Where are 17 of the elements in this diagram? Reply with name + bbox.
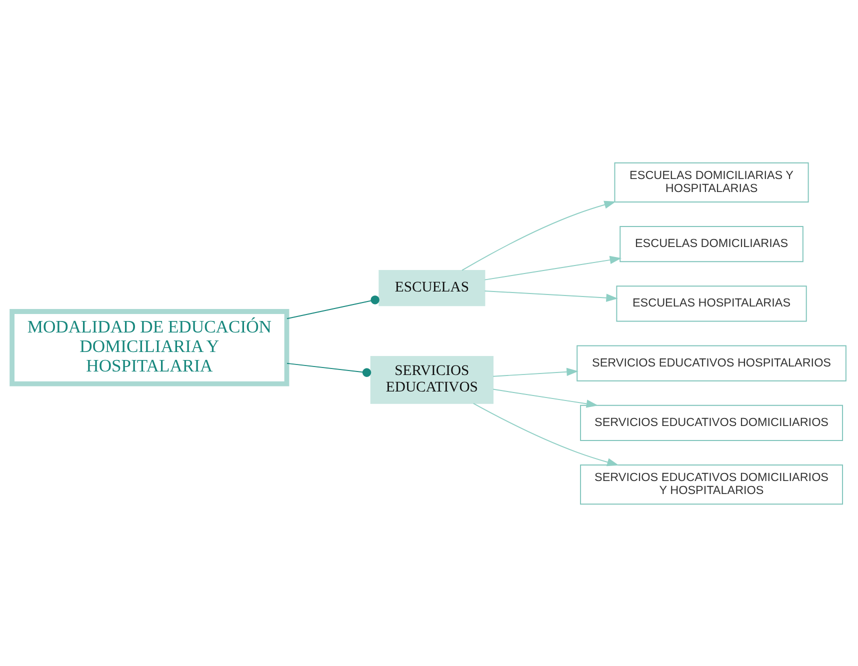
node-box: ESCUELAS HOSPITALARIAS bbox=[616, 285, 807, 322]
arrow bbox=[484, 290, 618, 302]
node-box: ESCUELAS DOMICILIARIAS bbox=[620, 225, 804, 262]
connector bbox=[286, 362, 372, 376]
node-box: SERVICIOS EDUCATIVOS DOMICILIARIOS bbox=[580, 404, 843, 441]
connector bbox=[286, 295, 380, 319]
arrow bbox=[492, 388, 598, 408]
node-box: SERVICIOS EDUCATIVOS DOMICILIARIOS Y HOSPITALARIOS bbox=[580, 464, 843, 504]
node-box: MODALIDAD DE EDUCACIÓN DOMICILIARIA Y HOSPITALARIA bbox=[10, 308, 290, 386]
node-box: SERVICIOS EDUCATIVOS HOSPITALARIOS bbox=[576, 344, 846, 381]
arrow bbox=[484, 255, 622, 280]
arrow bbox=[492, 367, 578, 376]
node-box: SERVICIOS EDUCATIVOS bbox=[370, 355, 494, 404]
arrow bbox=[462, 200, 616, 270]
node-box: ESCUELAS DOMICILIARIAS Y HOSPITALARIAS bbox=[614, 162, 809, 202]
arrow bbox=[472, 402, 619, 466]
node-box: ESCUELAS bbox=[378, 269, 486, 306]
